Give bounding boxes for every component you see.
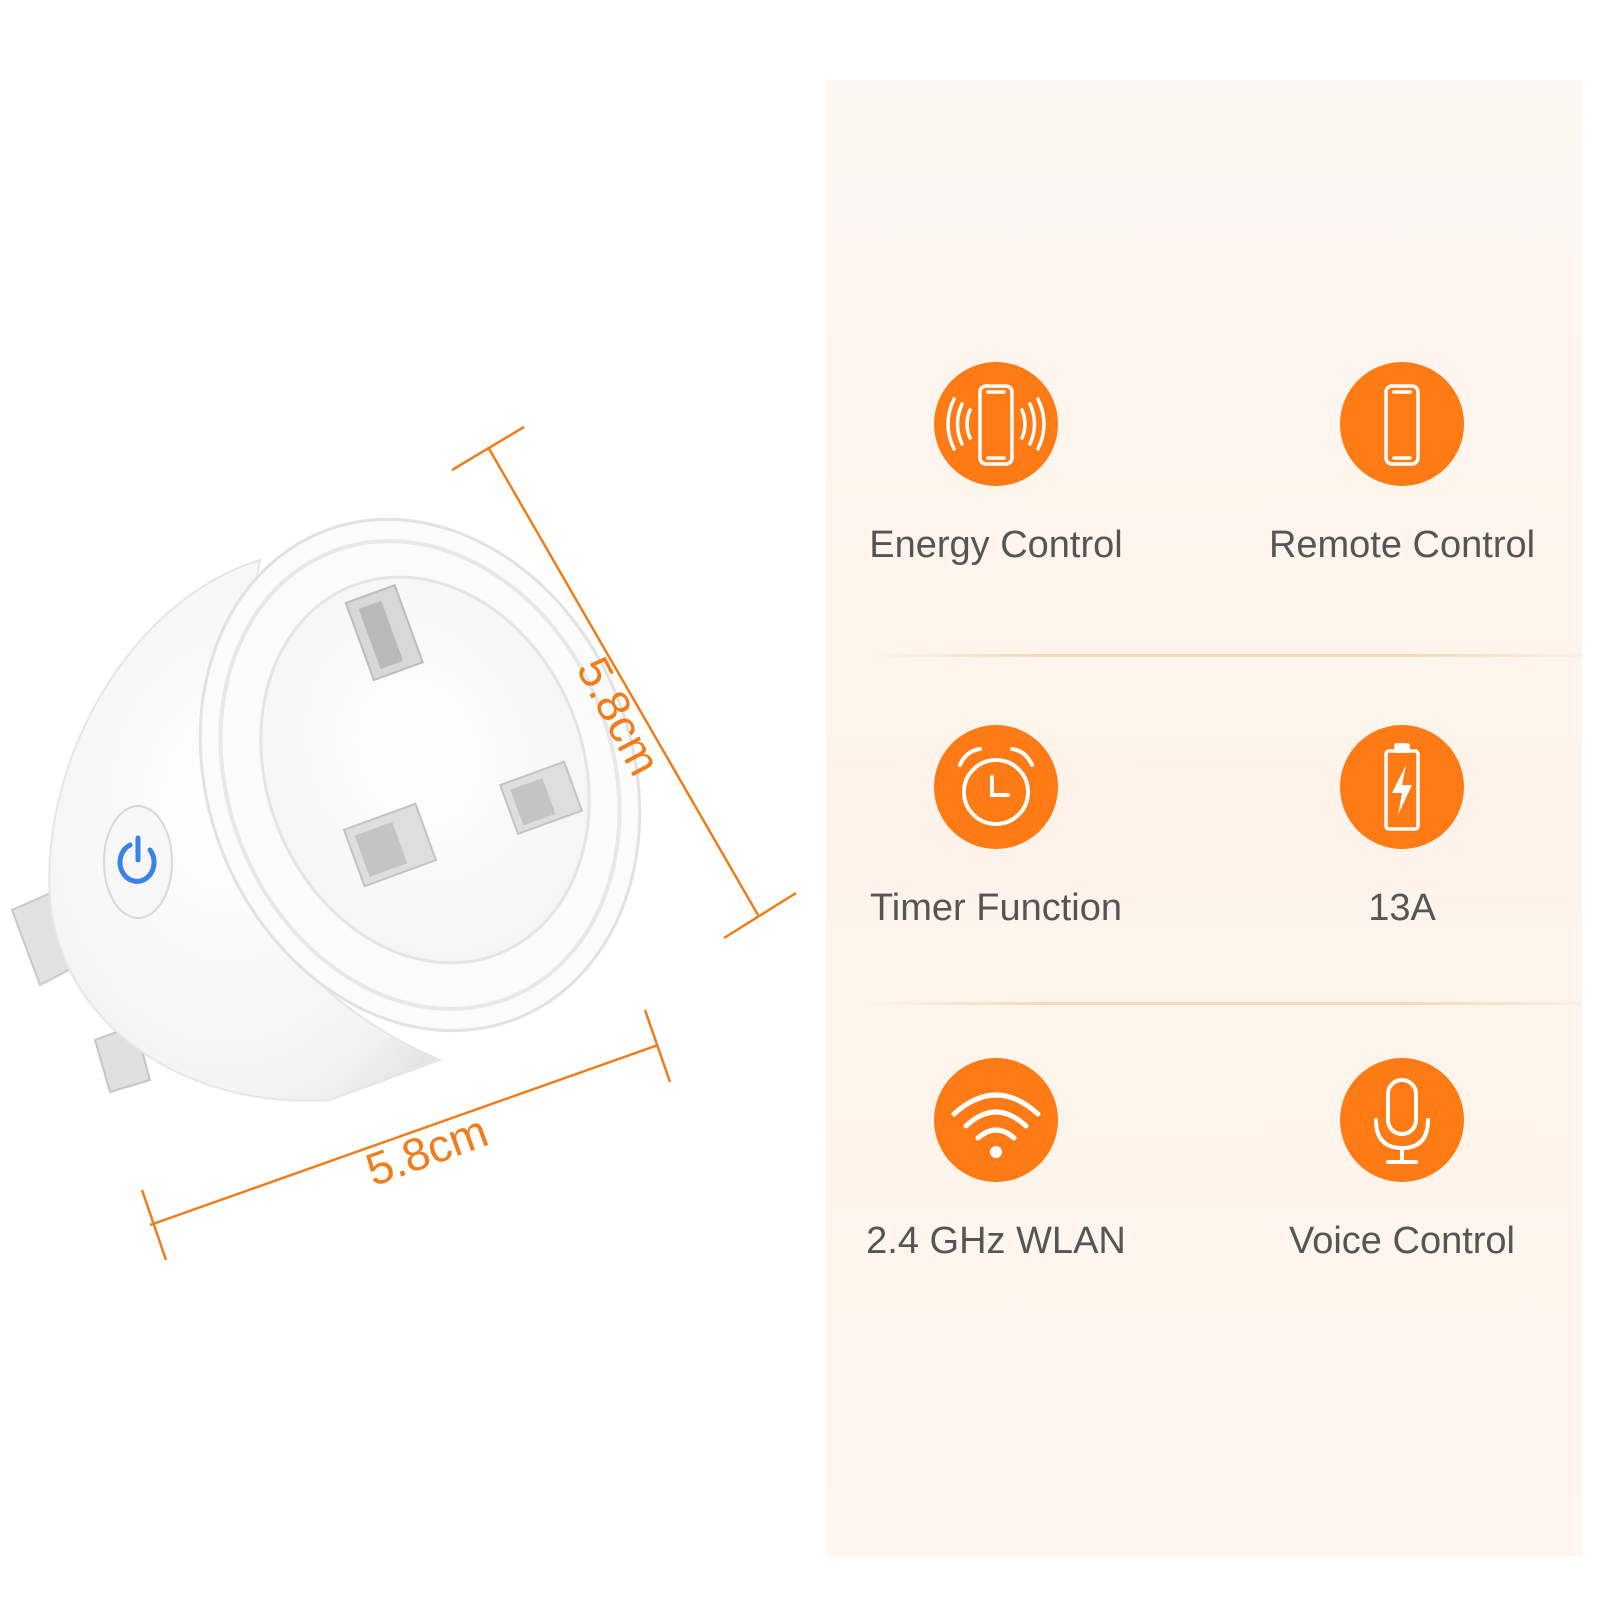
feature-icon-circle (934, 1058, 1058, 1182)
feature-icon-circle (1340, 362, 1464, 486)
feature-icon-circle (1340, 1058, 1464, 1182)
socket-hole-right (498, 760, 584, 836)
power-icon (117, 835, 157, 884)
feature-divider (866, 654, 1582, 657)
wifi-icon (951, 1092, 1041, 1158)
phone-signal-icon (946, 384, 1046, 466)
phone-icon (1384, 384, 1420, 466)
feature-label: Voice Control (1288, 1220, 1515, 1262)
feature-icon-circle (934, 725, 1058, 849)
power-button (103, 805, 173, 919)
feature-label: Energy Control (869, 524, 1123, 566)
dimension-line-width (140, 1009, 672, 1261)
feature-panel: Energy Control Remote Control Timer Func… (826, 80, 1582, 1556)
feature-remote-control: Remote Control (1232, 362, 1572, 567)
feature-divider (866, 1002, 1582, 1005)
alarm-clock-icon (958, 747, 1034, 826)
plug-face-ring (218, 539, 622, 1011)
feature-timer-function: Timer Function (826, 725, 1166, 930)
feature-icon-circle (1340, 725, 1464, 849)
feature-label: 2.4 GHz WLAN (866, 1220, 1126, 1262)
socket-hole-earth (344, 583, 425, 682)
plug-face-inner (259, 575, 591, 965)
smart-plug-illustration (10, 425, 797, 1261)
feature-icon-circle (934, 362, 1058, 486)
feature-label: Remote Control (1268, 524, 1536, 566)
microphone-icon (1374, 1078, 1430, 1164)
socket-hole-left (342, 802, 438, 888)
feature-label: Timer Function (870, 887, 1122, 929)
feature-wlan: 2.4 GHz WLAN (826, 1058, 1166, 1263)
feature-label: 13A (1368, 887, 1436, 929)
feature-voice-control: Voice Control (1232, 1058, 1572, 1263)
feature-energy-control: Energy Control (826, 362, 1166, 567)
dimension-line-height (451, 425, 797, 940)
battery-bolt-icon (1384, 743, 1420, 831)
feature-13a: 13A (1232, 725, 1572, 930)
